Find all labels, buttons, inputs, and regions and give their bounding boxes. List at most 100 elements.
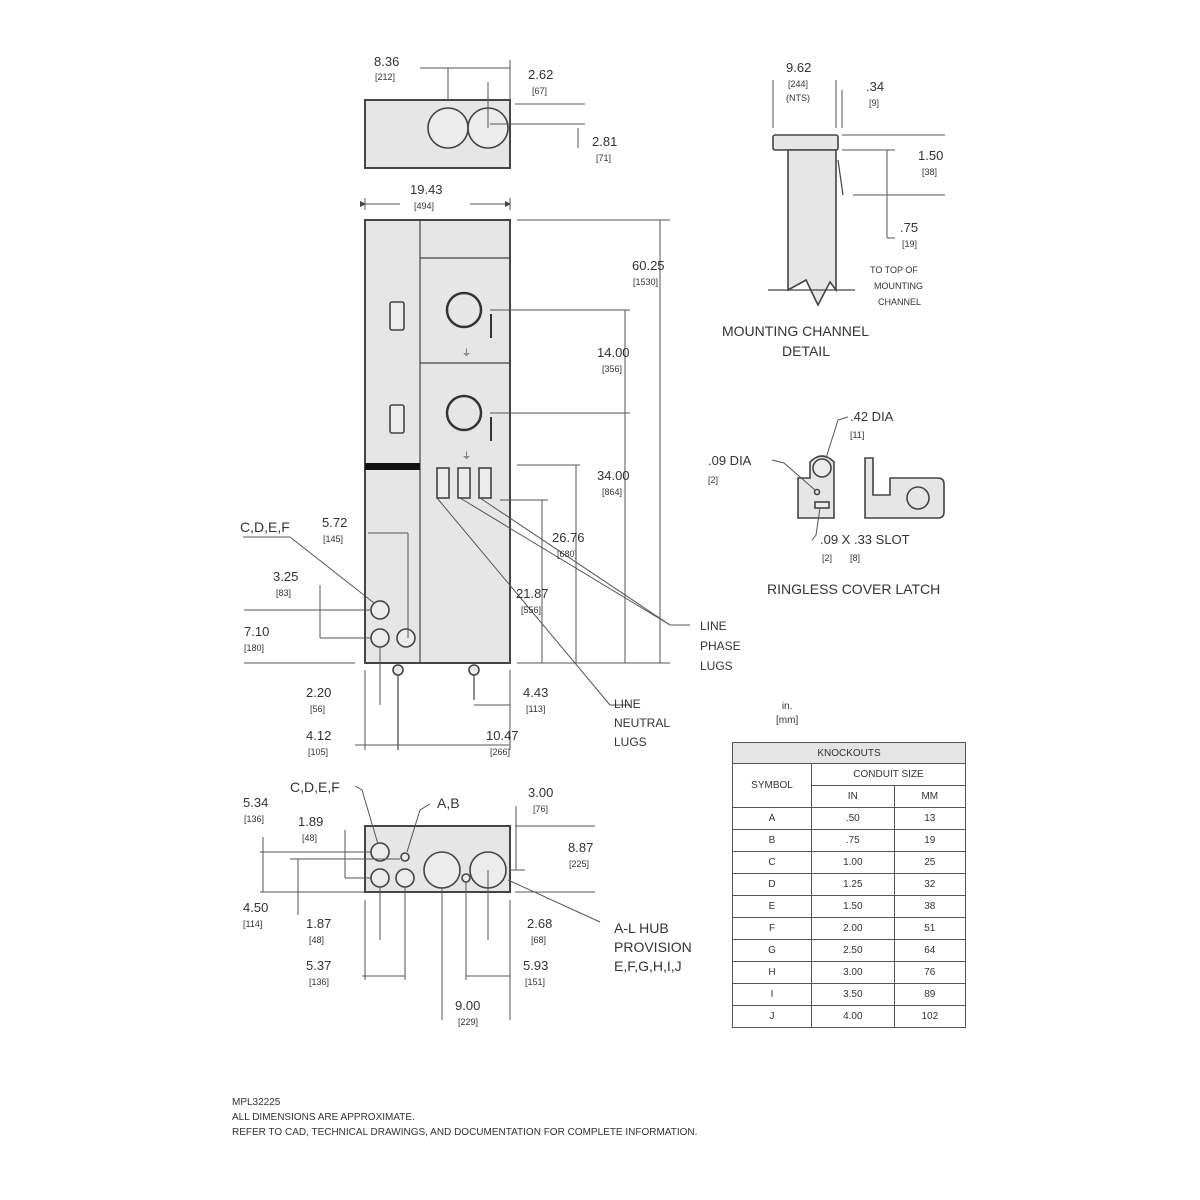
dim-channel-width-mm: [244] [788, 79, 808, 89]
dim-channel-nts: (NTS) [786, 93, 810, 103]
cell-mm: 32 [893, 873, 967, 896]
top-view: 8.36 [212] 2.62 [67] 2.81 [71] [364, 54, 617, 169]
hub-label: E,F,G,H,I,J [614, 958, 682, 974]
dim-1047-mm: [266] [490, 747, 510, 757]
lug-block [478, 467, 492, 499]
neutral-lugs-label: LINE [614, 697, 641, 711]
neutral-bar [365, 463, 420, 470]
channel-title: MOUNTING CHANNEL [722, 323, 869, 339]
knockout-callout: C,D,E,F [240, 519, 290, 535]
footer-notes: MPL32225 ALL DIMENSIONS ARE APPROXIMATE.… [232, 1095, 697, 1140]
dim-knockout-offset: 5.72 [322, 515, 347, 530]
knockout [370, 842, 390, 862]
cell-symbol: F [732, 917, 812, 940]
cell-in: .75 [811, 829, 895, 852]
units-in: in. [781, 701, 793, 712]
cell-mm: 76 [893, 961, 967, 984]
meter-socket [445, 291, 483, 329]
dim-534-mm: [136] [244, 814, 264, 824]
cell-mm: 89 [893, 983, 967, 1006]
dim-latch-hole-mm: [11] [850, 430, 864, 440]
dim-268: 2.68 [527, 916, 552, 931]
phase-lugs-label: LINE [700, 619, 727, 633]
knockout [370, 868, 390, 888]
channel-note: MOUNTING [874, 281, 923, 291]
mounting-channel-detail: 9.62 [244] (NTS) .34 [9] 1.50 [38] .75 [… [722, 60, 945, 359]
dim-537: 5.37 [306, 958, 331, 973]
dim-220: 2.20 [306, 685, 331, 700]
footer-note: ALL DIMENSIONS ARE APPROXIMATE. [232, 1112, 415, 1123]
dim-meter-spacing-mm: [356] [602, 364, 622, 374]
cell-symbol: D [732, 873, 812, 896]
cell-symbol: C [732, 851, 812, 874]
dim-220-mm: [56] [310, 704, 325, 714]
ringless-cover-latch: .42 DIA [11] .09 DIA [2] .09 X .33 SLOT … [708, 409, 945, 597]
cell-symbol: G [732, 939, 812, 962]
latch-title: RINGLESS COVER LATCH [767, 581, 940, 597]
dim-534: 5.34 [243, 795, 268, 810]
dim-189-mm: [48] [302, 833, 317, 843]
cell-in: 2.50 [811, 939, 895, 962]
knockout [396, 628, 416, 648]
top-hub-hole [427, 107, 469, 149]
dim-knockout-vertical: 3.25 [273, 569, 298, 584]
dim-450: 4.50 [243, 900, 268, 915]
cell-in: 1.50 [811, 895, 895, 918]
breaker-window [389, 404, 405, 434]
dim-300-mm: [76] [533, 804, 548, 814]
ground-symbol: ⏚ [462, 451, 471, 461]
knockout [370, 628, 390, 648]
hub-label: PROVISION [614, 939, 692, 955]
dim-phase-lug-height: 26.76 [552, 530, 585, 545]
dim-443: 4.43 [523, 685, 548, 700]
dim-412-mm: [105] [308, 747, 328, 757]
neutral-lugs-label: LUGS [614, 735, 647, 749]
phase-lugs-label: LUGS [700, 659, 733, 673]
phase-lugs-label: PHASE [700, 639, 741, 653]
cell-mm: 19 [893, 829, 967, 852]
cell-symbol: B [732, 829, 812, 852]
cell-mm: 64 [893, 939, 967, 962]
dim-latch-slot: .09 X .33 SLOT [820, 532, 910, 547]
cell-mm: 25 [893, 851, 967, 874]
callout-ab: A,B [437, 795, 460, 811]
cell-symbol: A [732, 807, 812, 830]
dim-latch-slot-mm: [2] [822, 553, 832, 563]
dim-latch-pin: .09 DIA [708, 453, 752, 468]
hub-label: A-L HUB [614, 920, 669, 936]
dim-887-mm: [225] [569, 859, 589, 869]
cell-in: 3.50 [811, 983, 895, 1006]
dim-knockout-from-bottom-mm: [180] [244, 643, 264, 653]
col-conduit: CONDUIT SIZE [811, 763, 966, 786]
dim-neutral-lug-height: 21.87 [516, 586, 549, 601]
dim-189: 1.89 [298, 814, 323, 829]
dim-887: 8.87 [568, 840, 593, 855]
channel-title: DETAIL [782, 343, 830, 359]
knockouts-table: KNOCKOUTS SYMBOL CONDUIT SIZE IN MM A.50… [732, 742, 967, 1028]
dim-443-mm: [113] [526, 704, 545, 714]
dim-latch-pin-mm: [2] [708, 475, 718, 485]
dim-top-depth: 2.81 [592, 134, 617, 149]
knockout [370, 600, 390, 620]
dim-187: 1.87 [306, 916, 331, 931]
dim-hub-offset-mm: [67] [532, 86, 547, 96]
meter-socket [445, 394, 483, 432]
neutral-lugs-label: NEUTRAL [614, 716, 670, 730]
callout-cdef: C,D,E,F [290, 779, 340, 795]
dim-hub-offset: 2.62 [528, 67, 553, 82]
cell-symbol: I [732, 983, 812, 1006]
dim-knockout-vertical-mm: [83] [276, 588, 291, 598]
cell-symbol: J [732, 1005, 812, 1028]
dim-412: 4.12 [306, 728, 331, 743]
lug-block [457, 467, 471, 499]
dim-top-width: 8.36 [374, 54, 399, 69]
dim-meter-to-bottom: 34.00 [597, 468, 630, 483]
bottom-view: C,D,E,F A,B 5.34 [136] 1.89 [48] 4.50 [1… [243, 779, 692, 1027]
cell-symbol: H [732, 961, 812, 984]
